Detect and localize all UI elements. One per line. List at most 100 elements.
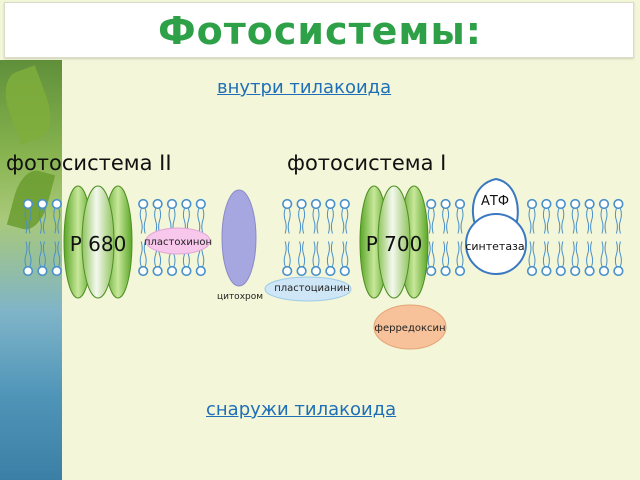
lipid-head <box>325 265 336 277</box>
cytochrome-label: цитохром <box>217 292 263 302</box>
lipid-head <box>310 198 322 210</box>
plastocyanin: пластоцианин <box>264 276 352 302</box>
atp-label: АТФ <box>481 194 509 209</box>
lipid-head <box>282 198 293 210</box>
lipid-tail <box>42 208 46 234</box>
lipid-head <box>166 265 178 277</box>
lipid-tail <box>28 241 32 267</box>
lipid-head <box>584 265 595 277</box>
lipid-tail <box>557 208 561 234</box>
lipid-head <box>325 198 336 210</box>
inside-thylakoid-label[interactable]: внутри тилакоида <box>217 77 392 98</box>
lipid-tail <box>460 241 464 267</box>
lipid-tail <box>298 241 302 267</box>
lipid-head <box>526 265 538 277</box>
lipid-tail <box>561 241 565 267</box>
lipid-tail <box>287 241 291 267</box>
lipid-head <box>138 265 149 277</box>
lipid-head <box>598 265 610 277</box>
lipid-tail <box>24 208 28 234</box>
lipid-tail <box>158 208 162 234</box>
lipid-head <box>138 198 149 210</box>
lipid-tail <box>460 208 464 234</box>
lipid-head <box>152 198 163 210</box>
lipid-head <box>37 265 48 277</box>
lipid-tail <box>571 241 575 267</box>
lipid-head <box>555 198 566 210</box>
plastocyanin-label: пластоцианин <box>274 283 350 294</box>
lipid-head <box>426 265 437 277</box>
lipid-head <box>570 198 581 210</box>
lipid-head <box>598 198 610 210</box>
lipid-tail <box>456 241 460 267</box>
lipid-tail <box>57 208 61 234</box>
lipid-tail <box>532 241 536 267</box>
lipid-tail <box>143 241 147 267</box>
lipid-tail <box>326 241 330 267</box>
lipid-tail <box>427 208 431 234</box>
lipid-tail <box>57 241 61 267</box>
lipid-tail <box>139 208 143 234</box>
lipid-tail <box>154 208 158 234</box>
p680-label: P 680 <box>70 232 127 256</box>
lipid-head <box>22 265 34 277</box>
lipid-tail <box>618 208 622 234</box>
lipid-head <box>37 198 48 210</box>
lipid-tail <box>38 208 42 234</box>
lipid-head <box>541 198 552 210</box>
lipid-head <box>51 198 62 210</box>
lipid-tail <box>586 208 590 234</box>
lipid-tail <box>326 208 330 234</box>
lipid-tail <box>330 208 334 234</box>
lipid-tail <box>139 241 143 267</box>
lipid-tail <box>283 241 287 267</box>
lipid-head <box>555 265 566 277</box>
lipid-tail <box>143 208 147 234</box>
lipid-tail <box>298 208 302 234</box>
lipid-head <box>339 198 350 210</box>
lipid-head <box>152 265 163 277</box>
lipid-head <box>282 265 293 277</box>
lipid-tail <box>53 241 57 267</box>
lipid-tail <box>53 208 57 234</box>
lipid-head <box>541 265 552 277</box>
atp-synthase: АТФ синтетаза <box>465 177 527 275</box>
lipid-head <box>195 265 206 277</box>
lipid-tail <box>618 241 622 267</box>
outside-thylakoid-label[interactable]: снаружи тилакоида <box>206 399 397 420</box>
lipid-tail <box>345 208 349 234</box>
lipid-tail <box>330 241 334 267</box>
lipid-tail <box>287 208 291 234</box>
lipid-tail <box>600 241 604 267</box>
lipid-tail <box>302 208 306 234</box>
lipid-tail <box>446 241 450 267</box>
lipid-head <box>310 265 322 277</box>
lipid-tail <box>586 241 590 267</box>
lipid-tail <box>345 241 349 267</box>
lipid-tail <box>312 241 316 267</box>
plastoquinone: пластохинон <box>144 227 212 255</box>
lipid-tail <box>546 208 550 234</box>
photosystem1-label: фотосистема I <box>287 151 447 175</box>
lipid-head <box>613 265 624 277</box>
lipid-tail <box>546 241 550 267</box>
lipid-tail <box>456 208 460 234</box>
lipid-tail <box>442 208 446 234</box>
lipid-head <box>426 198 437 210</box>
lipid-tail <box>427 241 431 267</box>
lipid-tail <box>442 241 446 267</box>
lipid-head <box>440 265 451 277</box>
lipid-tail <box>446 208 450 234</box>
lipid-tail <box>302 241 306 267</box>
photosystem2-label: фотосистема II <box>6 151 172 175</box>
lipid-bilayer <box>22 198 624 277</box>
lipid-head <box>166 198 178 210</box>
lipid-head <box>296 265 307 277</box>
ferredoxin-label: ферредоксин <box>374 323 445 334</box>
lipid-head <box>296 198 307 210</box>
lipid-tail <box>542 208 546 234</box>
lipid-tail <box>431 241 435 267</box>
lipid-tail <box>24 241 28 267</box>
plastoquinone-label: пластохинон <box>144 237 212 248</box>
lipid-head <box>22 198 34 210</box>
